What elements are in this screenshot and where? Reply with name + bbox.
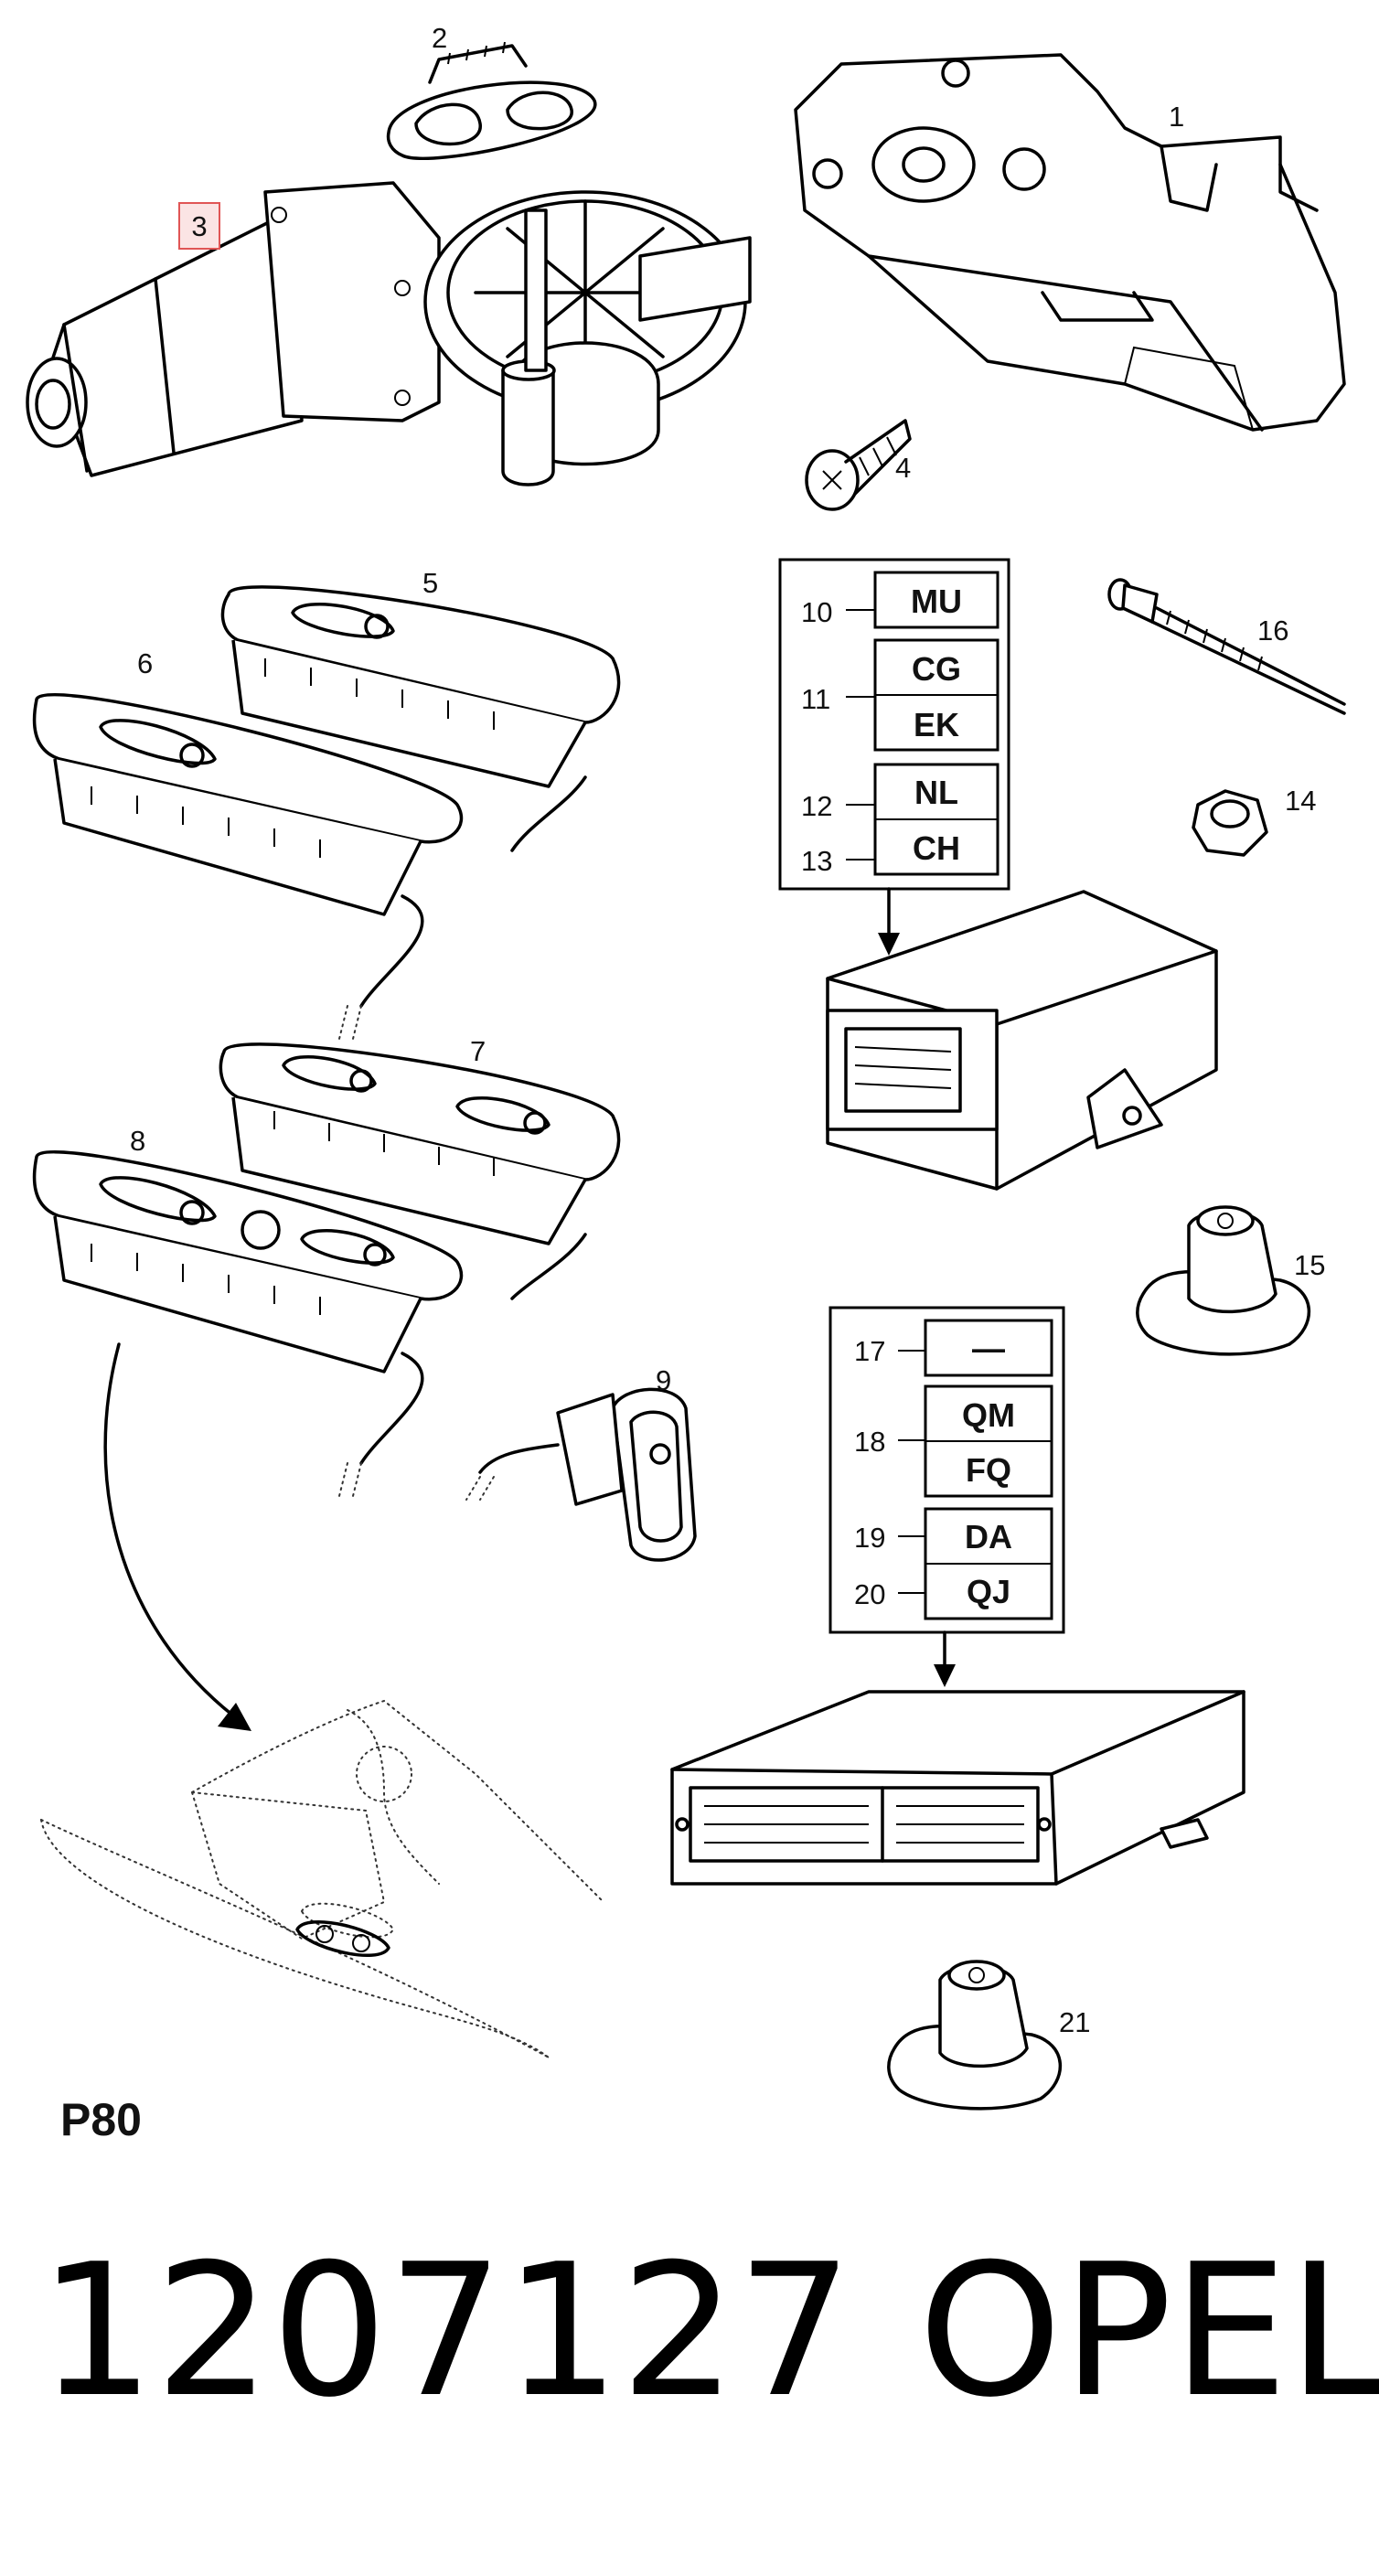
code-num-17: 17 (854, 1335, 885, 1367)
code-label-fq: FQ (966, 1451, 1011, 1489)
code-num-20: 20 (854, 1578, 885, 1610)
callout-14: 14 (1285, 785, 1316, 817)
callout-1: 1 (1169, 101, 1184, 133)
callout-6: 6 (137, 647, 153, 679)
switch-8-drawing (32, 1149, 464, 1501)
code-num-19: 19 (854, 1522, 885, 1554)
screw-drawing (805, 419, 912, 511)
code-label-dash: — (972, 1330, 1005, 1367)
code-num-12: 12 (801, 790, 832, 822)
code-num-10: 10 (801, 596, 832, 628)
callout-7: 7 (470, 1035, 486, 1067)
callout-15: 15 (1294, 1249, 1325, 1281)
code-num-13: 13 (801, 845, 832, 877)
clip-nut-15-drawing (1136, 1205, 1311, 1356)
section-label: P80 (60, 2094, 142, 2145)
code-label-cg: CG (912, 650, 961, 688)
nut-drawing (1192, 789, 1268, 857)
code-label-qj: QJ (967, 1573, 1010, 1610)
part-number: 1207127 (38, 2225, 853, 2438)
code-label-da: DA (965, 1518, 1012, 1555)
code-label-nl: NL (914, 774, 958, 811)
callout-21: 21 (1059, 2006, 1090, 2038)
code-table-upper: 10 MU 11 CG EK 12 NL 13 CH (778, 558, 1010, 956)
motor-cover-drawing (386, 41, 597, 160)
location-arrowhead (218, 1703, 251, 1731)
callout-4: 4 (895, 452, 911, 484)
switch-5-drawing (220, 585, 621, 852)
single-switch-drawing (465, 1387, 697, 1562)
code-label-ek: EK (914, 706, 959, 743)
control-module-upper-drawing (826, 890, 1218, 1191)
code-label-qm: QM (962, 1396, 1015, 1434)
code-label-mu: MU (911, 583, 962, 620)
code-num-11: 11 (801, 683, 830, 715)
code-num-18: 18 (854, 1426, 885, 1458)
callout-16: 16 (1257, 615, 1288, 647)
clip-nut-21-drawing (887, 1960, 1063, 2111)
window-motor-drawing (26, 181, 752, 486)
location-arrow (103, 1342, 240, 1721)
bolt-drawing (1107, 578, 1346, 715)
callout-5: 5 (422, 567, 438, 599)
callout-3: 3 (191, 210, 207, 242)
brand-name: OPEL (918, 2225, 1379, 2438)
actuator-drawing (794, 53, 1346, 432)
callout-9: 9 (656, 1364, 671, 1396)
switch-6-drawing (32, 692, 464, 1043)
console-drawing (40, 1699, 604, 2058)
callout-3-highlight (178, 202, 220, 250)
code-table-lower: 17 — 18 QM FQ 19 DA 20 QJ (828, 1306, 1065, 1687)
callout-2: 2 (432, 22, 447, 54)
code-label-ch: CH (913, 829, 960, 867)
control-module-lower-drawing (670, 1690, 1245, 1886)
switch-7-drawing (219, 1042, 621, 1300)
callout-8: 8 (130, 1125, 145, 1157)
